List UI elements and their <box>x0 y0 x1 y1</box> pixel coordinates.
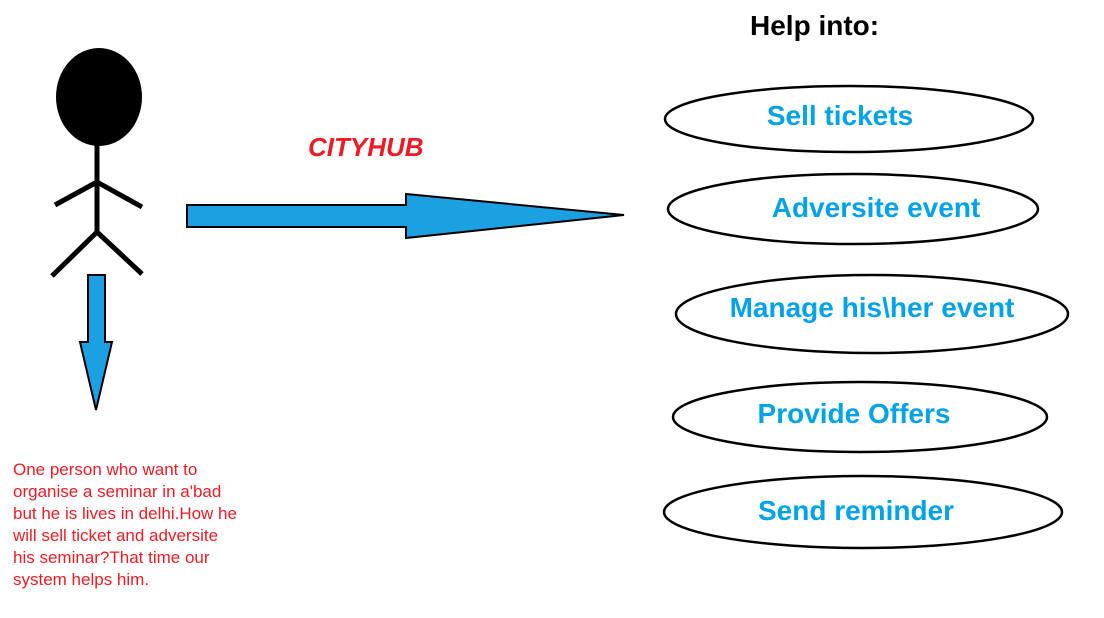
description-line: One person who want to <box>13 460 198 479</box>
actor-figure <box>50 48 144 278</box>
actor-left-leg <box>50 230 99 278</box>
use-case-label-advertise-event: Adversite event <box>771 192 981 223</box>
right-arrow <box>186 192 625 240</box>
use-case-label-sell-tickets: Sell tickets <box>766 100 914 131</box>
scenario-description: One person who want to organise a semina… <box>13 459 273 591</box>
actor-head <box>56 48 142 146</box>
use-case-label-provide-offers: Provide Offers <box>757 398 951 429</box>
use-case-ellipse-advertise-event <box>666 172 1040 246</box>
description-line: but he is lives in delhi.How he <box>13 504 237 523</box>
use-case-label-manage-event: Manage his\her event <box>729 292 1015 323</box>
use-case-ellipse-sell-tickets <box>663 84 1035 154</box>
use-case-ellipse-send-reminder <box>662 474 1064 550</box>
description-line: will sell ticket and adversite <box>13 526 219 545</box>
description-line: organise a seminar in a'bad <box>13 482 222 501</box>
diagram-heading: Help into: <box>750 10 880 41</box>
description-line: system helps him. <box>13 570 150 589</box>
actor-left-arm <box>53 179 99 208</box>
use-case-ellipse-manage-event <box>674 273 1070 355</box>
down-arrow <box>78 274 114 411</box>
use-case-ellipse-provide-offers <box>671 380 1049 454</box>
actor-right-arm <box>95 179 144 210</box>
system-name-label: CITYHUB <box>308 132 424 162</box>
actor-right-leg <box>95 230 144 276</box>
use-case-label-send-reminder: Send reminder <box>757 495 955 526</box>
use-case-ellipses <box>662 84 1070 550</box>
description-line: his seminar?That time our <box>13 548 210 567</box>
